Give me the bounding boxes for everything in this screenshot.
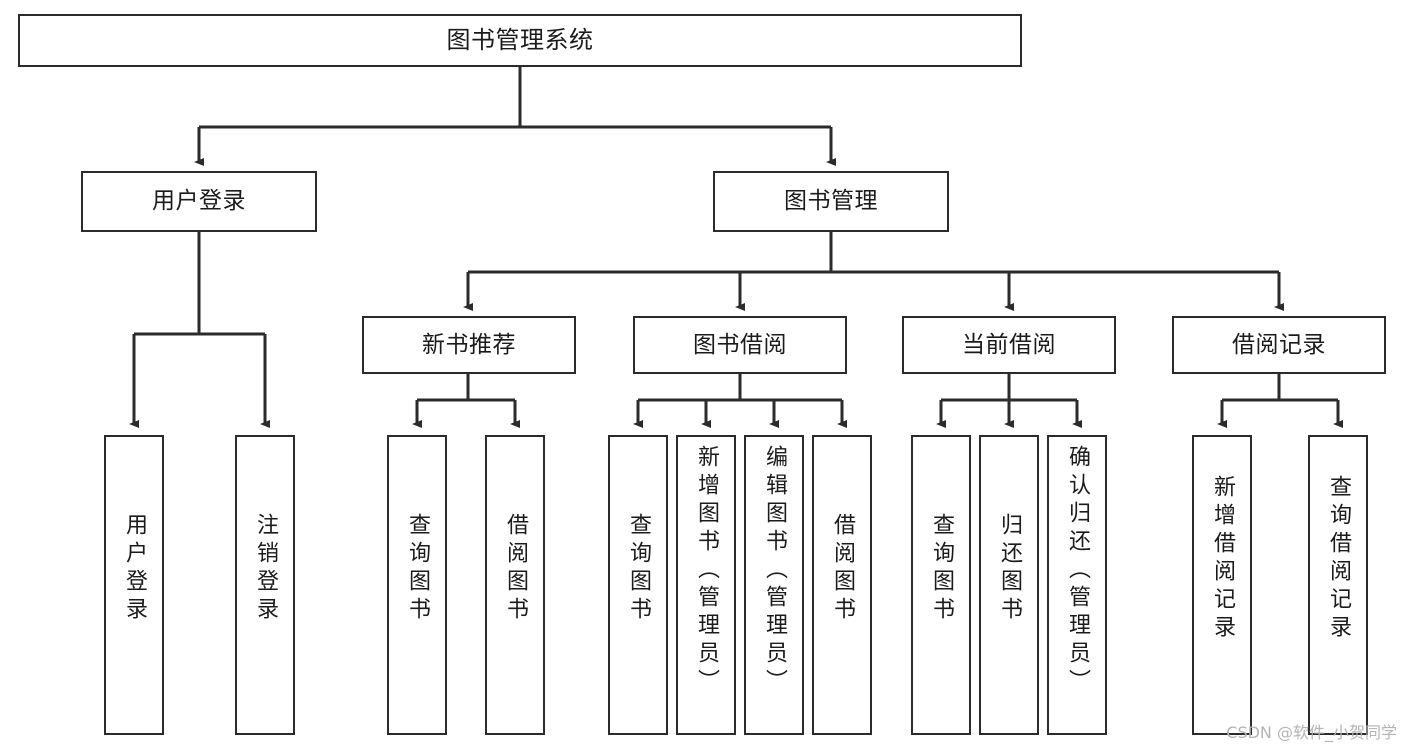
leaf-query-record-label: 查询借阅记录: [1326, 475, 1351, 643]
node-borrow-record[interactable]: 借阅记录: [1172, 316, 1386, 374]
node-borrow-record-label: 借阅记录: [1232, 331, 1326, 358]
leaf-query-book-2[interactable]: 查询图书: [608, 435, 668, 735]
leaf-query-book-3-label: 查询图书: [929, 513, 954, 625]
node-book-manage-label: 图书管理: [784, 188, 878, 215]
leaf-confirm-return-label: 确认归还（管理员）: [1065, 445, 1090, 697]
leaf-add-book[interactable]: 新增图书（管理员）: [676, 435, 736, 735]
leaf-borrow-book-1[interactable]: 借阅图书: [485, 435, 545, 735]
node-root[interactable]: 图书管理系统: [18, 14, 1022, 67]
leaf-user-login-label: 用户登录: [122, 513, 147, 625]
csdn-watermark: CSDN @软件_小贺同学: [1226, 723, 1397, 742]
leaf-return-book[interactable]: 归还图书: [979, 435, 1039, 735]
leaf-edit-book-label: 编辑图书（管理员）: [762, 445, 787, 697]
node-root-label: 图书管理系统: [446, 25, 594, 54]
node-current-borrow[interactable]: 当前借阅: [902, 316, 1116, 374]
leaf-borrow-book-2[interactable]: 借阅图书: [812, 435, 872, 735]
node-user-login[interactable]: 用户登录: [81, 171, 317, 232]
node-book-borrow[interactable]: 图书借阅: [633, 316, 847, 374]
leaf-borrow-book-2-label: 借阅图书: [830, 513, 855, 625]
leaf-user-logout-label: 注销登录: [253, 513, 278, 625]
leaf-query-book-1-label: 查询图书: [405, 513, 430, 625]
leaf-query-record[interactable]: 查询借阅记录: [1308, 435, 1368, 735]
leaf-add-record[interactable]: 新增借阅记录: [1192, 435, 1252, 735]
leaf-query-book-3[interactable]: 查询图书: [911, 435, 971, 735]
node-book-borrow-label: 图书借阅: [693, 331, 787, 358]
leaf-edit-book[interactable]: 编辑图书（管理员）: [744, 435, 804, 735]
node-current-borrow-label: 当前借阅: [962, 331, 1056, 358]
node-book-manage[interactable]: 图书管理: [713, 171, 949, 232]
leaf-query-book-2-label: 查询图书: [626, 513, 651, 625]
node-new-book-rec-label: 新书推荐: [422, 331, 516, 358]
leaf-borrow-book-1-label: 借阅图书: [503, 513, 528, 625]
leaf-user-logout[interactable]: 注销登录: [235, 435, 295, 735]
leaf-add-book-label: 新增图书（管理员）: [694, 445, 719, 697]
node-new-book-rec[interactable]: 新书推荐: [362, 316, 576, 374]
leaf-query-book-1[interactable]: 查询图书: [387, 435, 447, 735]
leaf-user-login[interactable]: 用户登录: [104, 435, 164, 735]
leaf-add-record-label: 新增借阅记录: [1210, 475, 1235, 643]
node-user-login-label: 用户登录: [152, 188, 246, 215]
leaf-return-book-label: 归还图书: [997, 513, 1022, 625]
leaf-confirm-return[interactable]: 确认归还（管理员）: [1047, 435, 1107, 735]
